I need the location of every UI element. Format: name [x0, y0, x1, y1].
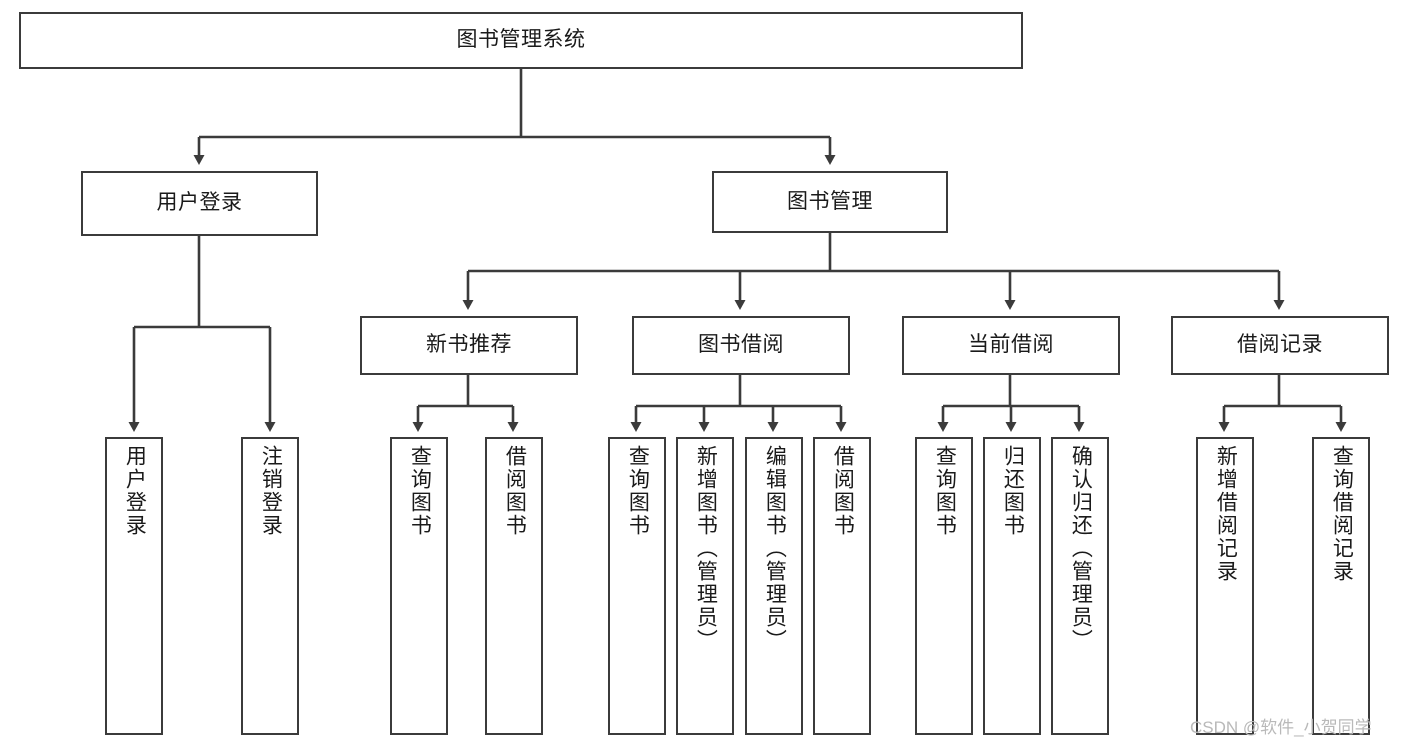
node-book-borrow-label: 图书借阅: [698, 333, 784, 357]
leaf-borrow-query-book-label: 查询图书: [626, 445, 650, 537]
node-book-borrow[interactable]: 图书借阅: [632, 316, 850, 375]
leaf-borrow-borrow-book-label: 借阅图书: [831, 445, 855, 537]
leaf-current-return-book-label: 归还图书: [1001, 445, 1025, 537]
leaf-borrow-edit-book[interactable]: 编辑图书（管理员）: [745, 437, 803, 735]
leaf-record-query-record[interactable]: 查询借阅记录: [1312, 437, 1370, 735]
csdn-watermark: CSDN @软件_小贺同学: [1190, 718, 1372, 737]
leaf-current-confirm-return[interactable]: 确认归还（管理员）: [1051, 437, 1109, 735]
leaf-user-login-logout[interactable]: 注销登录: [241, 437, 299, 735]
leaf-current-query-book[interactable]: 查询图书: [915, 437, 973, 735]
node-user-login[interactable]: 用户登录: [81, 171, 318, 236]
node-new-book-recommend[interactable]: 新书推荐: [360, 316, 578, 375]
leaf-recommend-query-book[interactable]: 查询图书: [390, 437, 448, 735]
node-borrow-record-label: 借阅记录: [1237, 333, 1323, 357]
leaf-current-confirm-return-label: 确认归还（管理员）: [1069, 445, 1093, 652]
node-user-login-label: 用户登录: [156, 191, 243, 215]
leaf-user-login-login[interactable]: 用户登录: [105, 437, 163, 735]
node-borrow-record[interactable]: 借阅记录: [1171, 316, 1389, 375]
leaf-recommend-query-book-label: 查询图书: [408, 445, 432, 537]
leaf-borrow-edit-book-label: 编辑图书（管理员）: [763, 445, 787, 652]
leaf-borrow-borrow-book[interactable]: 借阅图书: [813, 437, 871, 735]
leaf-record-query-record-label: 查询借阅记录: [1330, 445, 1354, 583]
leaf-borrow-add-book[interactable]: 新增图书（管理员）: [676, 437, 734, 735]
leaf-borrow-query-book[interactable]: 查询图书: [608, 437, 666, 735]
node-current-borrow-label: 当前借阅: [968, 333, 1054, 357]
node-book-management-label: 图书管理: [787, 189, 873, 213]
leaf-borrow-add-book-label: 新增图书（管理员）: [694, 445, 718, 652]
leaf-user-login-logout-label: 注销登录: [259, 445, 283, 537]
node-root[interactable]: 图书管理系统: [19, 12, 1023, 69]
leaf-current-query-book-label: 查询图书: [933, 445, 957, 537]
node-new-book-recommend-label: 新书推荐: [426, 333, 512, 357]
leaf-user-login-login-label: 用户登录: [123, 445, 147, 537]
leaf-current-return-book[interactable]: 归还图书: [983, 437, 1041, 735]
leaf-recommend-borrow-book[interactable]: 借阅图书: [485, 437, 543, 735]
node-root-label: 图书管理系统: [456, 28, 586, 52]
leaf-recommend-borrow-book-label: 借阅图书: [503, 445, 527, 537]
leaf-record-add-record[interactable]: 新增借阅记录: [1196, 437, 1254, 735]
node-book-management[interactable]: 图书管理: [712, 171, 948, 233]
leaf-record-add-record-label: 新增借阅记录: [1214, 445, 1238, 583]
node-current-borrow[interactable]: 当前借阅: [902, 316, 1120, 375]
